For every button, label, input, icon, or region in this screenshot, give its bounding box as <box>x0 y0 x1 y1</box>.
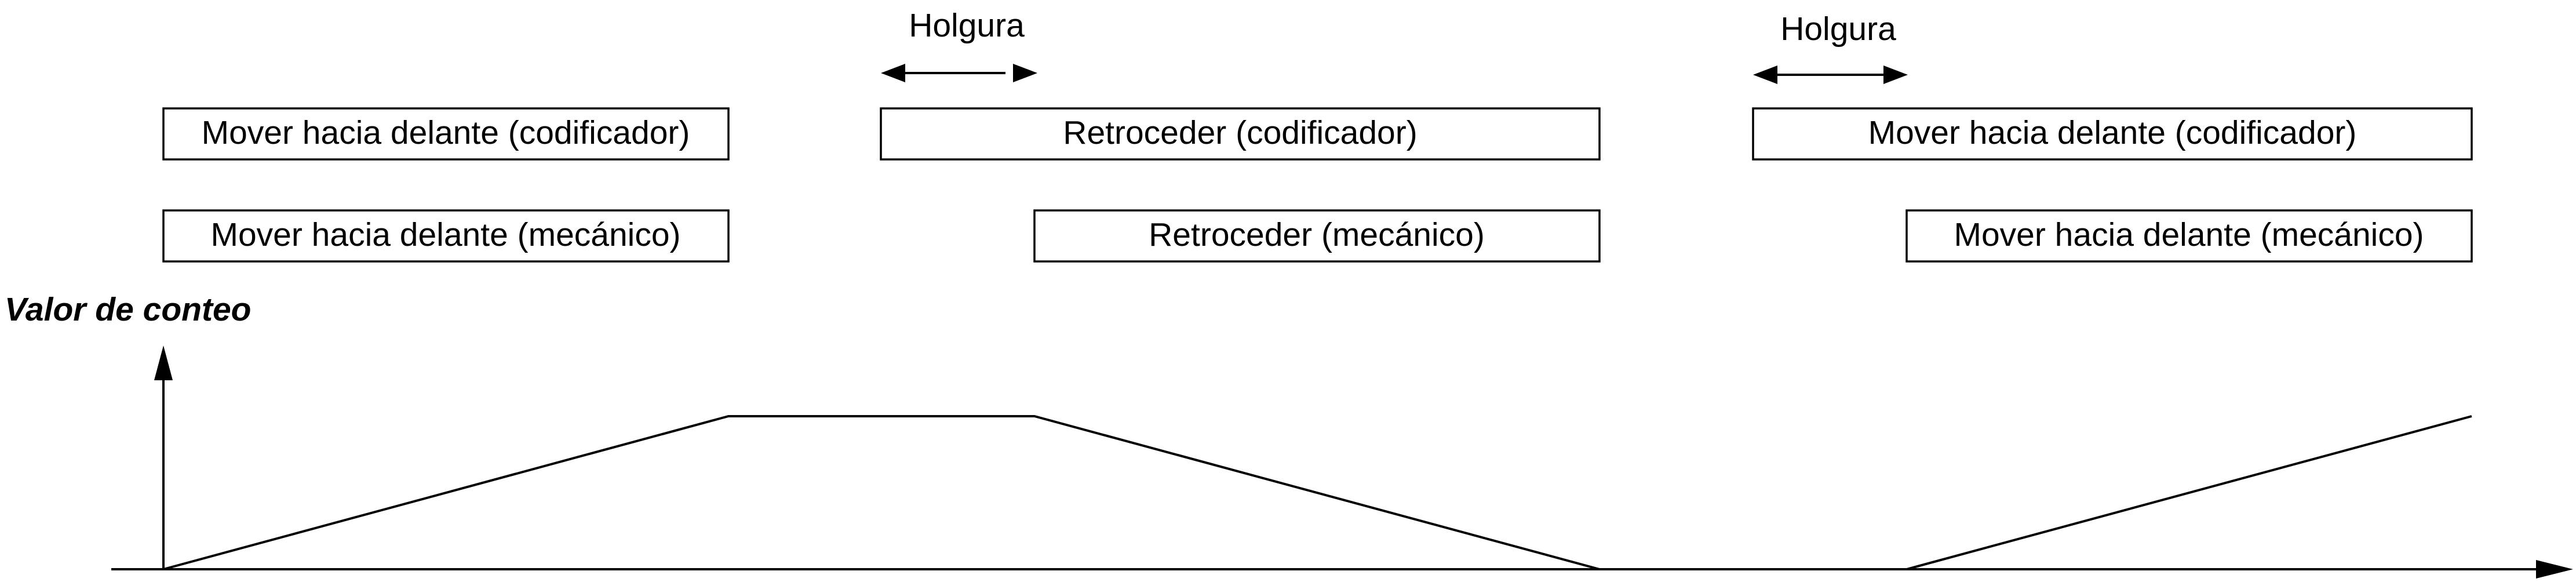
mechanical-box-label: Mover hacia delante (mecánico) <box>210 216 680 253</box>
mechanical-box-label: Retroceder (mecánico) <box>1149 216 1485 253</box>
encoder-box: Mover hacia delante (codificador) <box>1752 107 2473 161</box>
y-axis-label: Valor de conteo <box>5 291 251 328</box>
mechanical-box: Mover hacia delante (mecánico) <box>162 209 730 263</box>
mechanical-box: Retroceder (mecánico) <box>1033 209 1601 263</box>
encoder-box: Mover hacia delante (codificador) <box>162 107 730 161</box>
encoder-box-label: Retroceder (codificador) <box>1063 114 1417 151</box>
x-axis <box>111 560 2573 579</box>
y-axis <box>154 345 173 569</box>
backlash-arrow <box>1753 66 1908 84</box>
encoder-box: Retroceder (codificador) <box>880 107 1601 161</box>
backlash-arrow <box>881 64 1037 82</box>
mechanical-box-label: Mover hacia delante (mecánico) <box>1954 216 2424 253</box>
mechanical-box: Mover hacia delante (mecánico) <box>1905 209 2473 263</box>
count-value-line <box>163 415 2472 570</box>
backlash-label: Holgura <box>909 7 1025 44</box>
encoder-box-label: Mover hacia delante (codificador) <box>202 114 690 151</box>
encoder-box-label: Mover hacia delante (codificador) <box>1868 114 2357 151</box>
backlash-label: Holgura <box>1780 10 1896 48</box>
